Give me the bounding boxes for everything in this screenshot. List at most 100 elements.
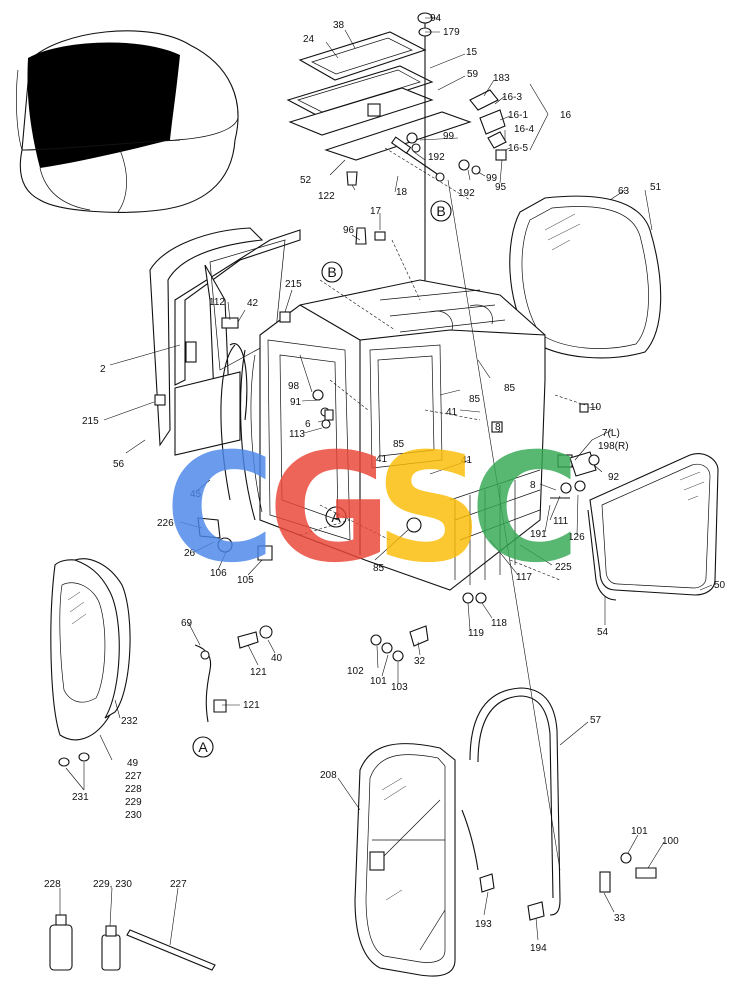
callout-227-list: 227	[125, 771, 142, 782]
callout-215-b: 215	[82, 416, 99, 427]
callout-51: 51	[650, 182, 662, 193]
callout-63: 63	[618, 186, 630, 197]
callout-59: 59	[467, 69, 479, 80]
left-side-window	[50, 558, 131, 767]
callout-40: 40	[271, 653, 283, 664]
callout-99-b: 99	[486, 173, 498, 184]
ref-b-mid: B	[327, 264, 336, 280]
callout-98: 98	[288, 381, 300, 392]
callout-119: 119	[468, 628, 484, 639]
callout-101-b: 101	[631, 826, 648, 837]
watermark: C G S C	[165, 422, 580, 596]
callout-16-4: 16-4	[514, 124, 534, 135]
callout-91: 91	[290, 397, 302, 408]
callout-38: 38	[333, 20, 345, 31]
callout-50: 50	[714, 580, 726, 591]
callout-215-a: 215	[285, 279, 302, 290]
callout-2: 2	[100, 364, 106, 375]
callout-121-a: 121	[250, 667, 267, 678]
callout-18: 18	[396, 187, 408, 198]
callout-15: 15	[466, 47, 478, 58]
callout-102: 102	[347, 666, 364, 677]
callout-118: 118	[491, 618, 507, 629]
callout-85-d: 85	[373, 563, 385, 574]
callout-227: 227	[170, 879, 187, 890]
callout-16: 16	[560, 110, 572, 121]
callout-7l: 7(L)	[602, 428, 620, 439]
rear-window-glass	[509, 195, 662, 359]
operator-seat	[16, 30, 239, 213]
callout-226: 226	[157, 518, 174, 529]
callout-6: 6	[305, 419, 311, 430]
watermark-letter-3: S	[375, 422, 483, 596]
callout-24: 24	[303, 34, 315, 45]
callout-57: 57	[590, 715, 602, 726]
callout-85-b: 85	[504, 383, 516, 394]
callout-232: 232	[121, 716, 138, 727]
callout-94: 94	[430, 13, 442, 24]
callout-111: 111	[553, 516, 569, 527]
callout-191: 191	[530, 529, 547, 540]
callout-92: 92	[608, 472, 620, 483]
callout-113: 113	[289, 429, 305, 440]
wiring-harness	[194, 625, 273, 723]
callout-228-list: 228	[125, 784, 142, 795]
watermark-letter-1: C	[165, 422, 275, 596]
callout-8-a: 8	[495, 422, 501, 433]
callout-192-a: 192	[428, 152, 445, 163]
ref-a-mid: A	[331, 509, 341, 525]
door-seal	[461, 687, 561, 921]
callout-99-a: 99	[443, 131, 455, 142]
callout-192-b: 192	[458, 188, 475, 199]
front-window-frame	[149, 227, 301, 501]
ref-circle-b-mid	[321, 261, 343, 283]
ref-circle-b-top	[430, 200, 452, 222]
callout-10: 10	[590, 402, 602, 413]
callout-106: 106	[210, 568, 227, 579]
callout-41-b: 41	[376, 454, 388, 465]
callout-101-a: 101	[370, 676, 387, 687]
reference-circles: B B A A	[192, 200, 452, 758]
callout-56: 56	[113, 459, 125, 470]
callout-45: 45	[190, 489, 202, 500]
callout-32: 32	[414, 656, 426, 667]
ref-b-top: B	[436, 203, 445, 219]
callout-229-list: 229	[125, 797, 142, 808]
callout-229-230: 229, 230	[93, 879, 132, 890]
callout-231: 231	[72, 792, 89, 803]
watermark-letter-4: C	[470, 422, 580, 596]
callout-96: 96	[343, 225, 355, 236]
callout-16-3: 16-3	[502, 92, 522, 103]
callout-117: 117	[516, 572, 532, 583]
callout-183: 183	[493, 73, 510, 84]
callout-42: 42	[247, 298, 259, 309]
callout-17: 17	[370, 206, 382, 217]
callout-52: 52	[300, 175, 312, 186]
callout-208: 208	[320, 770, 337, 781]
callout-85-a: 85	[469, 394, 481, 405]
callout-16-1: 16-1	[508, 110, 528, 121]
callout-121-b: 121	[243, 700, 260, 711]
callout-103: 103	[391, 682, 408, 693]
watermark-letter-2: G	[268, 422, 391, 596]
cab-main-body	[154, 227, 600, 662]
callout-41-a: 41	[446, 407, 458, 418]
callout-112: 112	[209, 297, 225, 308]
callout-198r: 198(R)	[598, 441, 629, 452]
callout-179: 179	[443, 27, 460, 38]
callout-126: 126	[568, 532, 585, 543]
callout-230-list: 230	[125, 810, 142, 821]
callout-225: 225	[555, 562, 572, 573]
callout-193: 193	[475, 919, 492, 930]
callout-49: 49	[127, 758, 139, 769]
callout-54: 54	[597, 627, 609, 638]
callout-33: 33	[614, 913, 626, 924]
callout-228: 228	[44, 879, 61, 890]
callout-105: 105	[237, 575, 254, 586]
callout-16-5: 16-5	[508, 143, 528, 154]
callout-26: 26	[184, 548, 196, 559]
leader-lines	[59, 17, 713, 946]
callout-69: 69	[181, 618, 193, 629]
